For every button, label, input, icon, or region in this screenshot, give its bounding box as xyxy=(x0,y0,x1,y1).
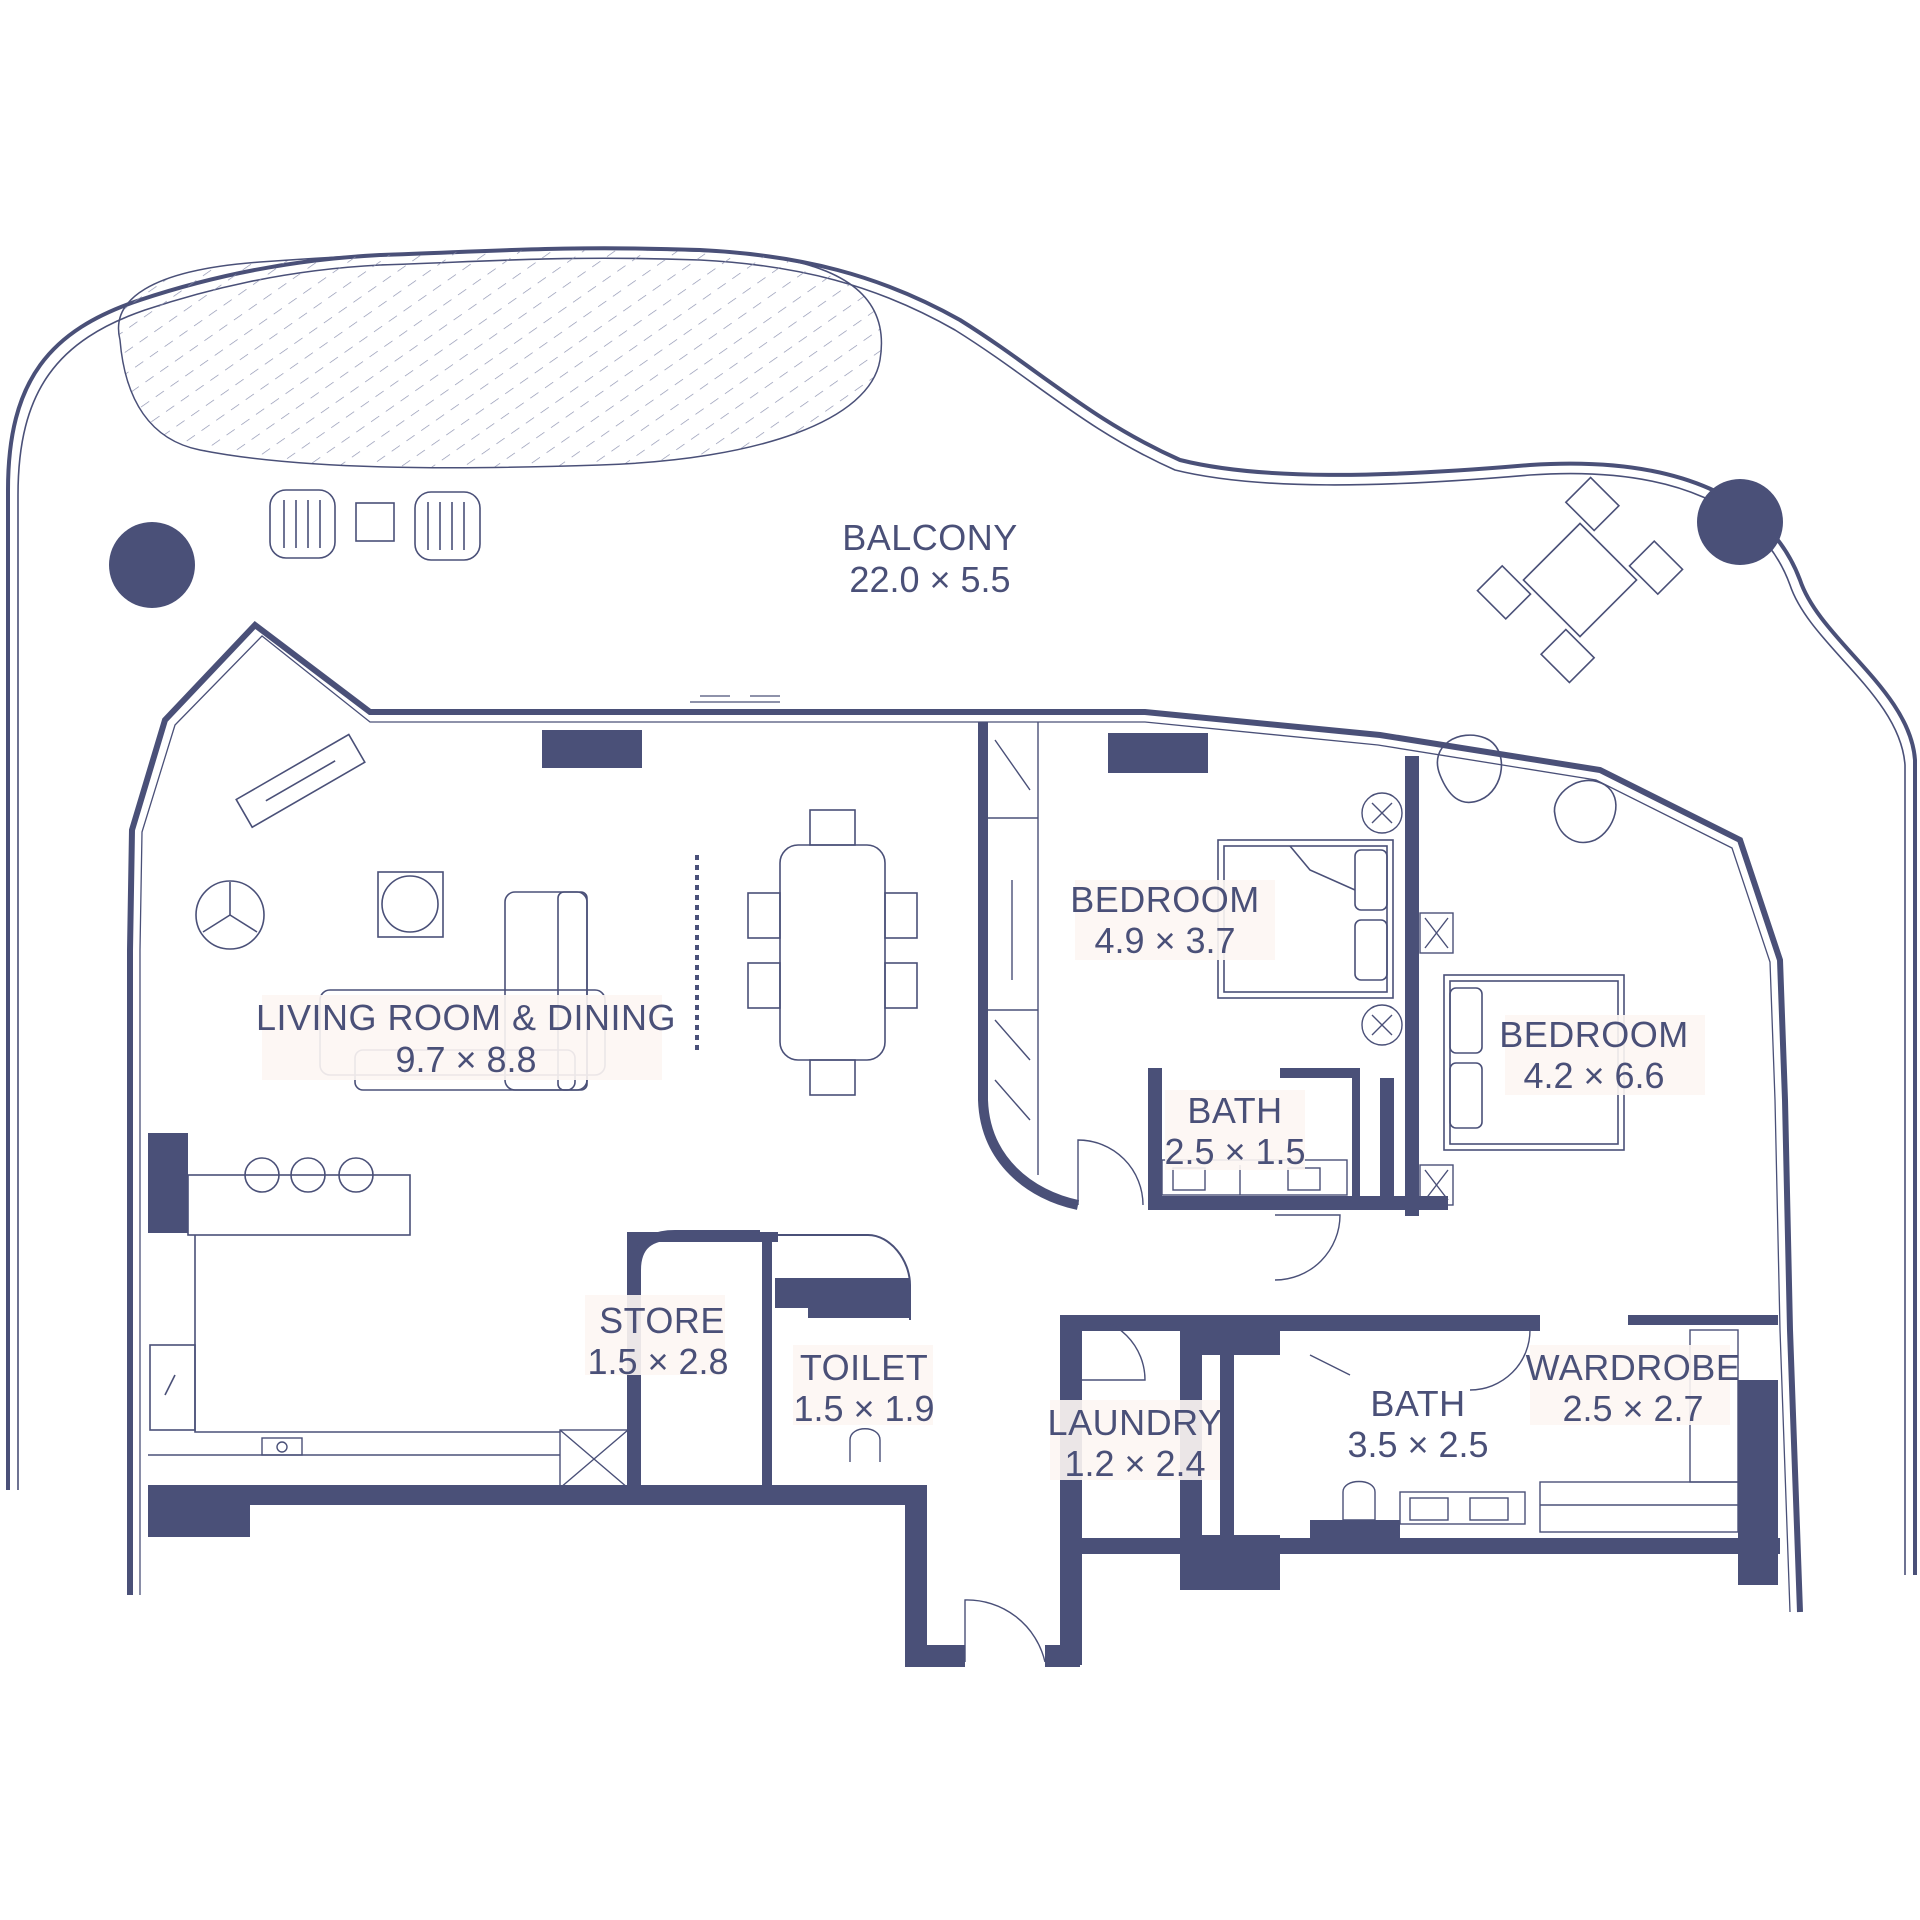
room-name: WARDROBE xyxy=(1526,1347,1741,1388)
dining-table-icon xyxy=(747,809,918,1096)
column-icon xyxy=(1697,479,1783,565)
toilet-icon xyxy=(849,1428,1376,1521)
room-name: BEDROOM xyxy=(1499,1014,1689,1055)
tv-unit xyxy=(1108,733,1208,773)
kitchen-island xyxy=(187,1157,411,1236)
stove-icon xyxy=(261,1437,303,1456)
bath1-label: BATH 2.5 × 1.5 xyxy=(1164,1090,1306,1172)
room-dimensions: 2.5 × 1.5 xyxy=(1164,1131,1305,1172)
balcony-label: BALCONY 22.0 × 5.5 xyxy=(842,517,1018,600)
toilet-label: TOILET 1.5 × 1.9 xyxy=(793,1345,935,1429)
side-table-icon xyxy=(1361,792,1403,1046)
room-dimensions: 1.5 × 1.9 xyxy=(793,1388,934,1429)
fireplace-icon xyxy=(235,733,366,829)
bedroom1-label: BEDROOM 4.9 × 3.7 xyxy=(1070,879,1275,961)
room-name: BEDROOM xyxy=(1070,879,1260,920)
armchair-icon xyxy=(414,491,481,561)
sink-icon xyxy=(1399,1491,1526,1525)
side-table-icon xyxy=(377,871,444,938)
armchair-icon xyxy=(1436,734,1617,844)
kitchen-column xyxy=(148,1133,188,1233)
side-table-icon xyxy=(355,502,395,542)
room-dimensions: 3.5 × 2.5 xyxy=(1347,1424,1488,1465)
bath2-label: BATH 3.5 × 2.5 xyxy=(1347,1383,1488,1465)
curved-wall xyxy=(978,890,1080,1210)
shelf xyxy=(559,1429,629,1489)
room-dimensions: 22.0 × 5.5 xyxy=(849,559,1010,600)
room-name: LIVING ROOM & DINING xyxy=(256,997,676,1038)
bar-stool-icon xyxy=(290,1157,326,1193)
room-dimensions: 4.2 × 6.6 xyxy=(1523,1055,1664,1096)
interior-walls xyxy=(148,722,1780,1667)
room-dimensions: 2.5 × 2.7 xyxy=(1562,1388,1703,1429)
armchair-icon xyxy=(195,880,265,950)
bedroom2-label: BEDROOM 4.2 × 6.6 xyxy=(1499,1014,1705,1096)
toilet-wall xyxy=(772,1234,911,1320)
dining-table-icon xyxy=(1476,476,1684,684)
bar-stool-icon xyxy=(338,1157,374,1193)
room-dimensions: 9.7 × 8.8 xyxy=(395,1039,536,1080)
room-dimensions: 4.9 × 3.7 xyxy=(1094,920,1235,961)
room-name: STORE xyxy=(599,1300,725,1341)
tv-unit xyxy=(542,730,642,768)
room-name: BALCONY xyxy=(842,517,1018,558)
wardrobe-closet xyxy=(988,722,1039,1175)
door-swing-icon xyxy=(690,695,780,703)
room-dimensions: 1.2 × 2.4 xyxy=(1064,1443,1205,1484)
room-dimensions: 1.5 × 2.8 xyxy=(587,1341,728,1382)
column-icon xyxy=(109,522,195,608)
store-label: STORE 1.5 × 2.8 xyxy=(585,1295,729,1382)
room-name: BATH xyxy=(1187,1090,1282,1131)
kitchen-counter xyxy=(148,1235,560,1456)
room-name: BATH xyxy=(1370,1383,1465,1424)
side-table-icon xyxy=(1419,912,1454,1206)
bar-stool-icon xyxy=(244,1157,280,1193)
wardrobe-label: WARDROBE 2.5 × 2.7 xyxy=(1526,1345,1741,1429)
room-name: LAUNDRY xyxy=(1048,1402,1223,1443)
room-name: TOILET xyxy=(800,1347,928,1388)
living-label: LIVING ROOM & DINING 9.7 × 8.8 xyxy=(256,995,676,1080)
store-wall xyxy=(631,1230,760,1492)
planter-icon xyxy=(117,248,883,469)
armchair-icon xyxy=(269,489,336,559)
door-swing-icon xyxy=(964,1139,1531,1663)
laundry-label: LAUNDRY 1.2 × 2.4 xyxy=(1048,1400,1223,1484)
facade-window xyxy=(127,620,1803,1613)
